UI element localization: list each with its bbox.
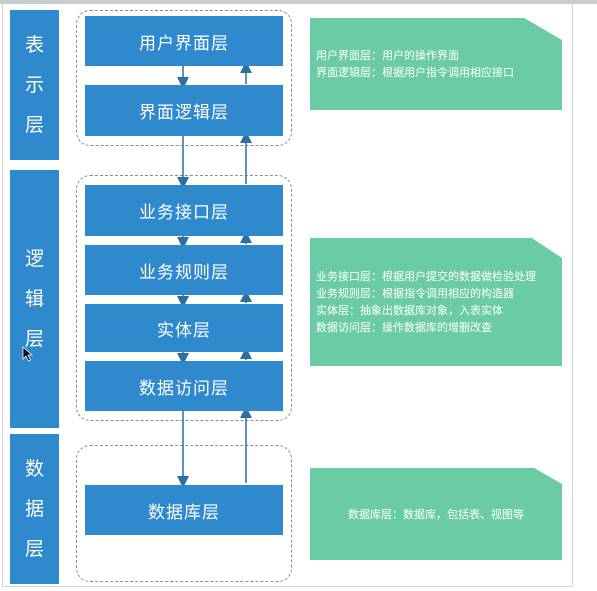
- tier-presentation: 表示层: [10, 10, 59, 160]
- layer-user-interface-label: 用户界面层: [139, 33, 229, 54]
- layer-database-label: 数据库层: [148, 502, 220, 523]
- note-logic-line: 数据访问层：操作数据库的增删改查: [316, 321, 492, 334]
- window-top-bar: [0, 0, 597, 4]
- tier-presentation-label: 表示层: [24, 34, 44, 136]
- layer-entity: 实体层: [85, 304, 283, 352]
- layer-data-access: 数据访问层: [85, 361, 283, 411]
- layer-database: 数据库层: [85, 485, 283, 535]
- note-presentation: 用户界面层：用户的操作界面 界面逻辑层：根据用户指令调用相应接口: [310, 18, 562, 110]
- layer-business-interface: 业务接口层: [85, 185, 283, 236]
- note-presentation-line: 界面逻辑层：根据用户指令调用相应接口: [316, 66, 514, 79]
- tier-logic: 逻辑层: [10, 170, 59, 428]
- note-logic: 业务接口层：根据用户提交的数据做检验处理 业务规则层：根据指令调用相应的构造器 …: [310, 238, 562, 366]
- logic-group: [76, 175, 292, 421]
- note-data: 数据库层：数据库，包括表、视图等: [310, 468, 562, 560]
- note-data-line: 数据库层：数据库，包括表、视图等: [348, 507, 524, 521]
- note-logic-line: 实体层：抽象出数据库对象，入表实体: [316, 304, 503, 317]
- note-logic-line: 业务规则层：根据指令调用相应的构造器: [316, 287, 514, 300]
- layer-business-interface-label: 业务接口层: [139, 203, 229, 223]
- slide-frame: [2, 4, 573, 587]
- layer-entity-label: 实体层: [157, 320, 211, 341]
- note-logic-line: 业务接口层：根据用户提交的数据做检验处理: [316, 270, 536, 283]
- layer-ui-logic-label: 界面逻辑层: [139, 103, 229, 123]
- tier-data-label: 数据层: [24, 458, 44, 560]
- data-group: [76, 445, 292, 582]
- tier-data: 数据层: [10, 434, 59, 584]
- mouse-cursor-icon: [22, 346, 34, 362]
- layer-business-rules: 业务规则层: [85, 245, 283, 295]
- layer-ui-logic: 界面逻辑层: [85, 85, 283, 136]
- note-presentation-line: 用户界面层：用户的操作界面: [316, 49, 459, 62]
- presentation-group: [76, 10, 292, 146]
- layer-user-interface: 用户界面层: [85, 16, 283, 66]
- tier-logic-label: 逻辑层: [24, 248, 44, 350]
- layer-data-access-label: 数据访问层: [139, 378, 229, 399]
- layer-business-rules-label: 业务规则层: [139, 262, 229, 283]
